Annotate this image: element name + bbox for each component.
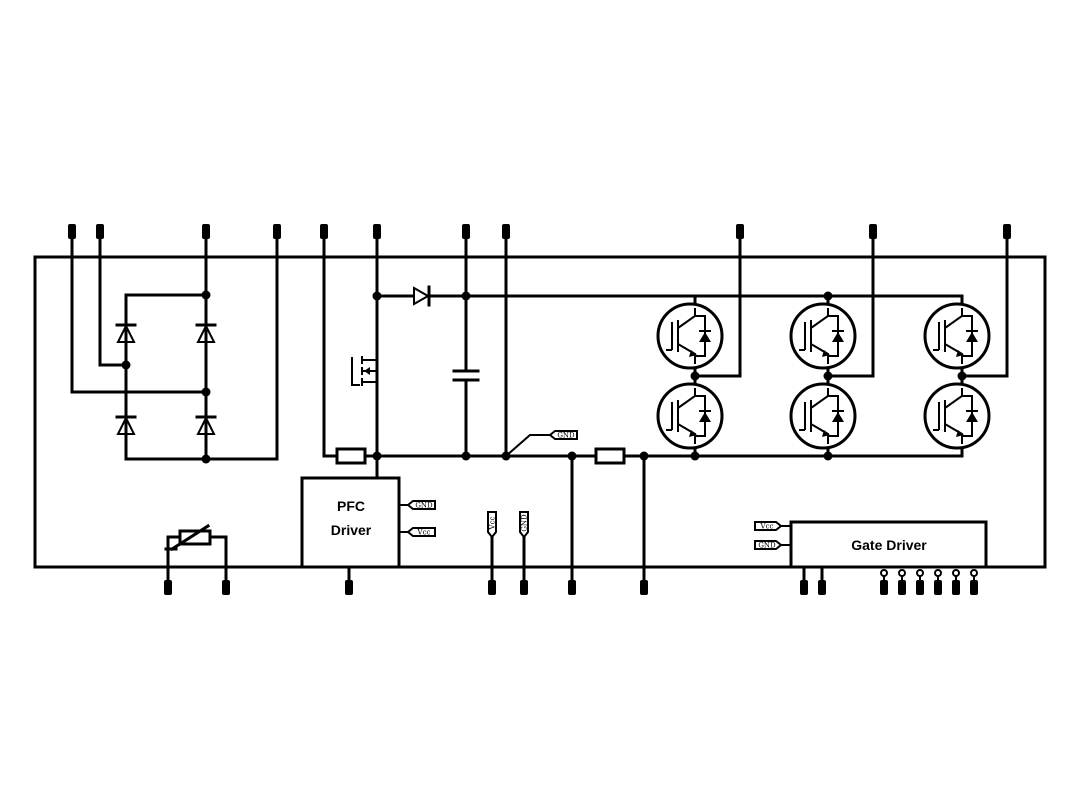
svg-text:Vcc: Vcc: [760, 523, 774, 531]
pin: [934, 580, 942, 595]
pin: [202, 224, 210, 239]
shunt-resistor: [335, 447, 367, 465]
pfc-section: [322, 236, 964, 465]
pin: [952, 580, 960, 595]
vcc-tag: Vcc: [487, 511, 497, 539]
vcc-gnd-pins: Vcc GND: [487, 511, 529, 584]
igbt-icon: [923, 382, 991, 450]
pin: [222, 580, 230, 595]
pin: [373, 224, 381, 239]
gnd-tag: GND: [548, 430, 578, 440]
pin: [320, 224, 328, 239]
pin: [916, 580, 924, 595]
ground-bus: GND: [501, 236, 964, 584]
svg-text:Vcc: Vcc: [417, 529, 431, 537]
pin: [520, 580, 528, 595]
top-pins: [68, 224, 1011, 239]
pin: [462, 224, 470, 239]
pin: [880, 580, 888, 595]
thermistor: [164, 523, 228, 584]
pfc-driver-block: PFC Driver GND Vcc: [300, 454, 436, 584]
pin: [488, 580, 496, 595]
diode-icon: [195, 323, 217, 343]
svg-text:Vcc: Vcc: [489, 516, 497, 530]
pfc-driver-label: Driver: [331, 522, 372, 538]
shunt-resistor: [594, 447, 626, 465]
pin: [568, 580, 576, 595]
igbt-icon: [923, 302, 991, 370]
igbt-icon: [656, 382, 724, 450]
pin: [898, 580, 906, 595]
svg-text:GND: GND: [557, 432, 575, 440]
pin: [273, 224, 281, 239]
inverter-bridge: [656, 236, 1009, 461]
pin: [68, 224, 76, 239]
pin: [345, 580, 353, 595]
vcc-tag: Vcc: [754, 521, 783, 531]
svg-text:GND: GND: [758, 542, 776, 550]
svg-text:GND: GND: [521, 514, 529, 532]
diode-icon: [195, 415, 217, 435]
pin: [818, 580, 826, 595]
pin: [96, 224, 104, 239]
diode-icon: [413, 285, 431, 307]
gate-driver-block: Gate Driver Vcc GND: [754, 520, 988, 584]
bridge-rectifier: [70, 236, 279, 464]
pin: [736, 224, 744, 239]
vcc-tag: Vcc: [406, 527, 436, 537]
mosfet-icon: [351, 356, 377, 386]
bottom-pins: [164, 580, 978, 595]
diode-icon: [115, 415, 137, 435]
diode-icon: [115, 323, 137, 343]
svg-text:GND: GND: [415, 502, 433, 510]
pin: [800, 580, 808, 595]
gnd-tag: GND: [519, 511, 529, 539]
gate-signal-pins: [880, 569, 978, 582]
module-outline: [33, 255, 1047, 569]
pin: [502, 224, 510, 239]
igbt-icon: [656, 302, 724, 370]
pin: [1003, 224, 1011, 239]
gate-driver-label: Gate Driver: [851, 537, 927, 553]
gnd-tag: GND: [754, 540, 783, 550]
gnd-tag: GND: [406, 500, 436, 510]
igbt-icon: [789, 382, 857, 450]
pin: [869, 224, 877, 239]
igbt-icon: [789, 302, 857, 370]
pin: [970, 580, 978, 595]
pin: [164, 580, 172, 595]
pfc-driver-label: PFC: [337, 498, 365, 514]
pin: [640, 580, 648, 595]
